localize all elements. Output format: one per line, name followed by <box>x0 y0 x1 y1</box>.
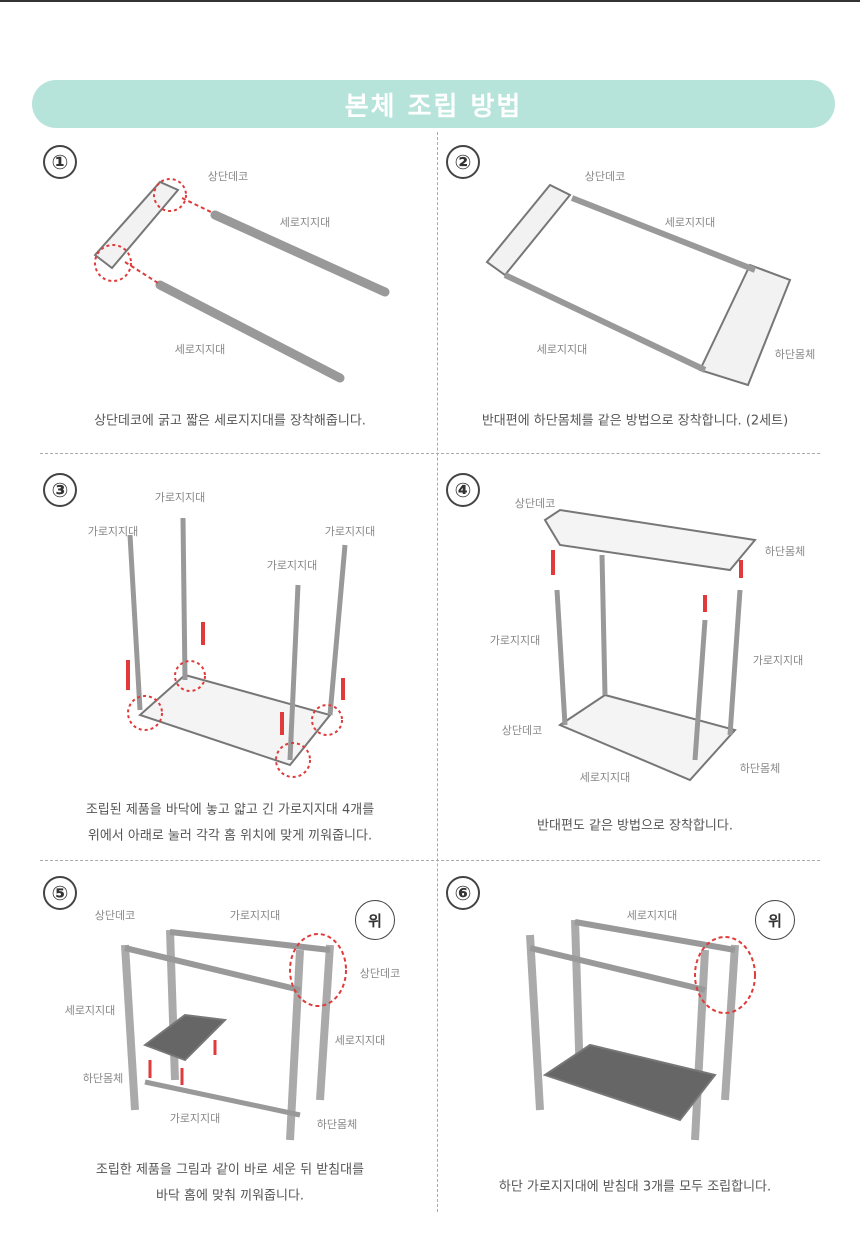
step-number: ⑤ <box>43 876 77 910</box>
step1-illustration <box>93 178 390 383</box>
part-label: 상단데코 <box>514 497 556 510</box>
part-label: 가로지지대 <box>752 654 804 667</box>
part-label: 가로지지대 <box>87 525 139 538</box>
part-label: 하단몸체 <box>739 762 781 775</box>
step-number: ⑥ <box>446 876 480 910</box>
part-label: 세로지지대 <box>579 771 631 784</box>
step-number: ① <box>43 145 77 179</box>
part-label: 세로지지대 <box>536 343 588 356</box>
part-label: 상단데코 <box>207 170 249 183</box>
part-label: 하단몸체 <box>774 348 816 361</box>
top-indicator-bubble: 위 <box>355 900 395 940</box>
step2-illustration <box>485 183 792 387</box>
part-label: 하단몸체 <box>764 545 806 558</box>
step-caption: 상단데코에 굵고 짧은 세로지지대를 장착해줍니다. <box>94 413 366 429</box>
step-caption: 하단 가로지지대에 받침대 3개를 모두 조립합니다. <box>498 1179 772 1195</box>
part-label: 세로지지대 <box>626 909 678 922</box>
step-number: ② <box>446 145 480 179</box>
step-caption: 조립된 제품을 바닥에 놓고 얇고 긴 가로지지대 4개를 <box>85 802 375 818</box>
step-caption: 조립한 제품을 그림과 같이 바로 세운 뒤 받침대를 <box>95 1162 365 1178</box>
part-label: 세로지지대 <box>279 216 331 229</box>
part-label: 세로지지대 <box>64 1004 116 1017</box>
part-label: 하단몸체 <box>82 1072 124 1085</box>
section-header: 본체 조립 방법 <box>32 80 835 128</box>
step-number: ③ <box>43 473 77 507</box>
part-label: 상단데코 <box>359 967 401 980</box>
part-label: 가로지지대 <box>266 559 318 572</box>
part-label: 상단데코 <box>584 170 626 183</box>
page-title: 본체 조립 방법 <box>344 91 523 122</box>
part-label: 가로지지대 <box>489 634 541 647</box>
divider-vertical <box>437 132 438 1212</box>
part-label: 세로지지대 <box>334 1034 386 1047</box>
part-label: 가로지지대 <box>229 909 281 922</box>
part-label: 가로지지대 <box>324 525 376 538</box>
step-caption: 위에서 아래로 눌러 각각 홈 위치에 맞게 끼워줍니다. <box>87 828 373 844</box>
step6-illustration <box>526 919 756 1141</box>
part-label: 세로지지대 <box>664 216 716 229</box>
part-label: 세로지지대 <box>174 343 226 356</box>
step4-illustration <box>543 508 757 782</box>
part-label: 가로지지대 <box>169 1112 221 1125</box>
part-label: 상단데코 <box>501 724 543 737</box>
step-number: ④ <box>446 473 480 507</box>
divider-horizontal <box>40 453 820 454</box>
part-label: 하단몸체 <box>316 1118 358 1131</box>
step-caption: 반대편도 같은 방법으로 장착합니다. <box>537 818 733 834</box>
top-indicator-bubble: 위 <box>755 900 795 940</box>
step-caption: 반대편에 하단몸체를 같은 방법으로 장착합니다. (2세트) <box>481 413 789 429</box>
step-caption: 바닥 홈에 맞춰 끼워줍니다. <box>155 1188 305 1204</box>
step3-illustration <box>127 517 348 778</box>
part-label: 상단데코 <box>94 909 136 922</box>
part-label: 가로지지대 <box>154 491 206 504</box>
top-border <box>0 0 860 2</box>
step5-illustration <box>121 929 347 1141</box>
divider-horizontal <box>40 860 820 861</box>
